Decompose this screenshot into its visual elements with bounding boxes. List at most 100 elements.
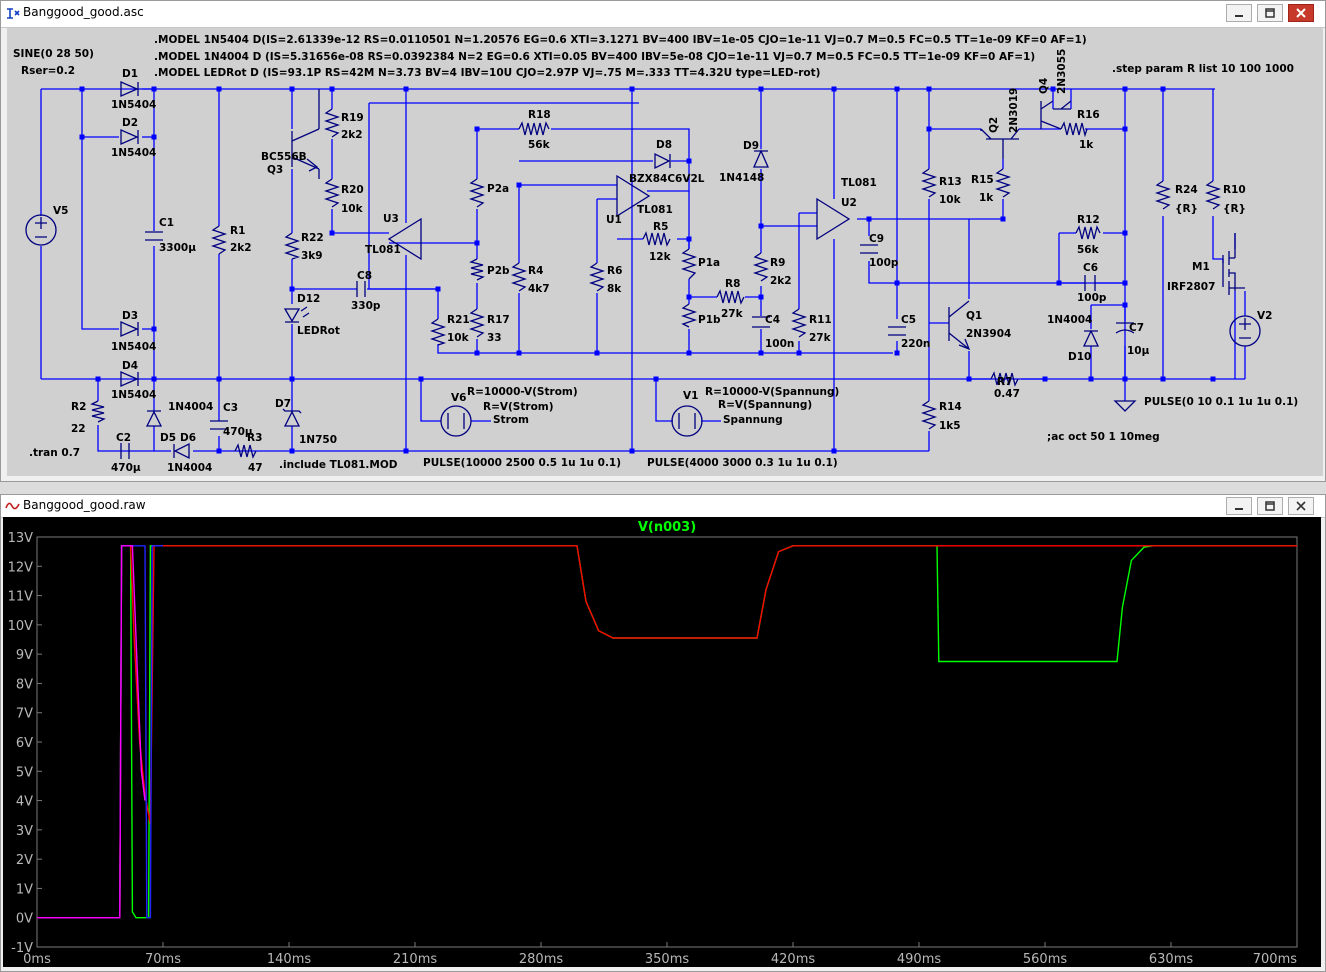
d1-label: D1 bbox=[122, 68, 138, 80]
waveform-minimize-button[interactable] bbox=[1226, 497, 1252, 515]
wire-junction bbox=[151, 86, 157, 92]
r18-resistor bbox=[518, 121, 550, 136]
c6-value: 100p bbox=[1077, 292, 1107, 304]
r13-value: 10k bbox=[939, 194, 962, 206]
waveform-titlebar[interactable]: Banggood_good.raw bbox=[1, 495, 1325, 518]
y-tick-label: 6V bbox=[16, 736, 33, 751]
r2-value: 22 bbox=[71, 423, 86, 435]
v6-name: Strom bbox=[493, 414, 529, 426]
trace-series-1[interactable] bbox=[37, 545, 1297, 919]
d4-model: 1N5404 bbox=[111, 389, 156, 401]
wire-junction bbox=[1122, 376, 1128, 382]
d9-diode bbox=[753, 149, 769, 168]
trace-series-3[interactable] bbox=[37, 545, 163, 919]
d3-diode bbox=[120, 321, 139, 337]
wire-junction bbox=[418, 376, 424, 382]
d1-diode bbox=[120, 81, 139, 97]
wire-junction bbox=[474, 240, 480, 246]
step-directive[interactable]: .step param R list 10 100 1000 bbox=[1112, 63, 1294, 75]
wire-junction bbox=[866, 216, 872, 222]
r18-value: 56k bbox=[528, 139, 551, 151]
wire-junction bbox=[403, 448, 409, 454]
r19-value: 2k2 bbox=[341, 129, 363, 141]
y-tick-label: -1V bbox=[11, 941, 33, 956]
model-1n5404[interactable]: .MODEL 1N5404 D(IS=2.61339e-12 RS=0.0110… bbox=[154, 34, 1087, 46]
y-tick-label: 5V bbox=[16, 765, 33, 780]
v5-source bbox=[25, 214, 57, 246]
wire-junction bbox=[435, 286, 441, 292]
trace-title[interactable]: V(n003) bbox=[638, 520, 696, 535]
wire-junction bbox=[289, 86, 295, 92]
model-1n4004[interactable]: .MODEL 1N4004 D (IS=5.31656e-08 RS=0.039… bbox=[154, 51, 1035, 63]
include-directive[interactable]: .include TL081.MOD bbox=[279, 459, 398, 471]
close-button[interactable] bbox=[1288, 4, 1314, 22]
r19-resistor bbox=[323, 108, 341, 138]
q3-type: BC556B bbox=[261, 151, 307, 163]
p2a-label: P2a bbox=[487, 183, 509, 195]
waveform-restore-button[interactable] bbox=[1257, 497, 1283, 515]
r8-value: 27k bbox=[721, 308, 744, 320]
r6-resistor bbox=[588, 262, 606, 292]
x-tick-label: 700ms bbox=[1253, 952, 1297, 967]
restore-icon bbox=[1265, 8, 1275, 18]
r11-label: R11 bbox=[809, 314, 832, 326]
x-tick-label: 140ms bbox=[267, 952, 311, 967]
wire-junction bbox=[1160, 86, 1166, 92]
p1b-resistor bbox=[680, 303, 698, 328]
wire-junction bbox=[1122, 86, 1128, 92]
r5-resistor bbox=[642, 231, 671, 247]
wire-junction bbox=[594, 350, 600, 356]
d6-diode bbox=[173, 442, 190, 460]
c5-label: C5 bbox=[901, 314, 916, 326]
minimize-button[interactable] bbox=[1226, 4, 1252, 22]
r12-label: R12 bbox=[1077, 214, 1100, 226]
r13-resistor bbox=[920, 168, 938, 198]
waveform-close-button[interactable] bbox=[1288, 497, 1314, 515]
tran-directive[interactable]: .tran 0.7 bbox=[29, 447, 80, 459]
schematic-titlebar[interactable]: Banggood_good.asc bbox=[1, 1, 1325, 28]
c9-label: C9 bbox=[869, 233, 884, 245]
waveform-title: Banggood_good.raw bbox=[23, 498, 146, 512]
wire-junction bbox=[686, 350, 692, 356]
y-tick-label: 12V bbox=[8, 560, 34, 575]
wire-junction bbox=[216, 376, 222, 382]
wire-junction bbox=[151, 326, 157, 332]
schematic-canvas[interactable]: .MODEL 1N5404 D(IS=2.61339e-12 RS=0.0110… bbox=[7, 28, 1323, 476]
c8-label: C8 bbox=[357, 270, 372, 282]
d5-diode bbox=[145, 410, 163, 427]
c2-capacitor bbox=[120, 443, 130, 459]
v2-source bbox=[1229, 315, 1261, 347]
restore-button[interactable] bbox=[1257, 4, 1283, 22]
ltspice-schematic-icon bbox=[7, 8, 20, 19]
c6-label: C6 bbox=[1083, 262, 1098, 274]
q3-transistor bbox=[291, 89, 320, 179]
u2-label: U2 bbox=[841, 197, 857, 209]
close-icon bbox=[1296, 501, 1306, 511]
traces bbox=[37, 545, 1297, 919]
r10-label: R10 bbox=[1223, 184, 1246, 196]
model-ledrot[interactable]: .MODEL LEDRot D (IS=93.1P RS=42M N=3.73 … bbox=[154, 67, 820, 79]
plot-frame bbox=[36, 536, 1298, 948]
x-tick-label: 490ms bbox=[897, 952, 941, 967]
wire-junction bbox=[151, 134, 157, 140]
r21-label: R21 bbox=[447, 314, 470, 326]
v1-r: R=10000-V(Spannung) bbox=[705, 386, 839, 398]
d3-model: 1N5404 bbox=[111, 341, 156, 353]
c2-value: 470µ bbox=[111, 462, 141, 474]
trace-series-4[interactable] bbox=[37, 545, 146, 919]
u3-opamp bbox=[387, 217, 422, 261]
c7-value: 10µ bbox=[1127, 345, 1150, 357]
c3-value: 470µ bbox=[223, 426, 253, 438]
trace-series-2[interactable] bbox=[37, 545, 1297, 919]
wire-junction bbox=[151, 376, 157, 382]
r20-label: R20 bbox=[341, 184, 364, 196]
u1-model: TL081 bbox=[637, 204, 673, 216]
wire-junction bbox=[926, 126, 932, 132]
r20-value: 10k bbox=[341, 203, 364, 215]
v1-source bbox=[671, 405, 703, 437]
x-tick-label: 210ms bbox=[393, 952, 437, 967]
ac-directive[interactable]: ;ac oct 50 1 10meg bbox=[1047, 431, 1160, 443]
